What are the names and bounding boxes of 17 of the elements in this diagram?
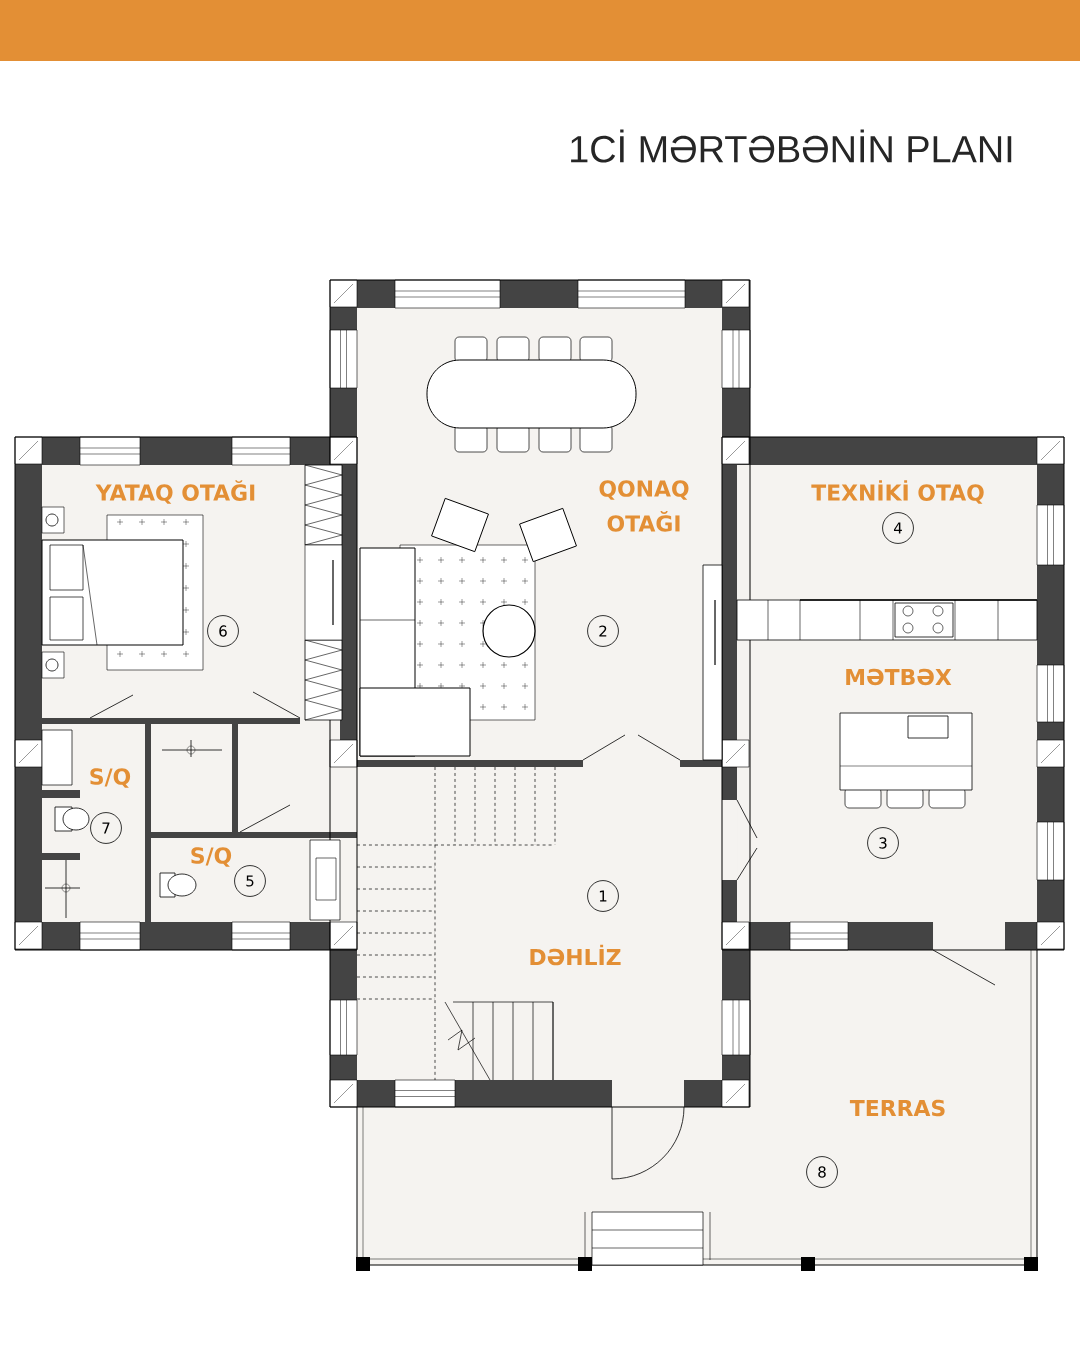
room-label: TERRAS — [849, 1099, 945, 1117]
room-number: 5 — [234, 865, 266, 897]
room-number: 1 — [587, 880, 619, 912]
room-label: TEXNİKİ OTAQ — [811, 480, 984, 504]
room-label: S/Q — [191, 847, 232, 867]
room-label: QONAQ OTAĞI — [599, 480, 689, 532]
room-number: 8 — [806, 1156, 838, 1188]
room-label: MƏTBƏX — [846, 668, 952, 686]
room-number: 7 — [90, 812, 122, 844]
room-number: 3 — [867, 827, 899, 859]
room-label: DƏHLİZ — [530, 944, 621, 966]
title: 1Cİ MƏRTƏBƏNİN PLANI — [571, 129, 1012, 163]
room-number: 4 — [882, 512, 914, 544]
room-number: 2 — [587, 615, 619, 647]
room-label: S/Q — [90, 768, 131, 788]
room-label: YATAQ OTAĞI — [95, 480, 255, 504]
room-number: 6 — [207, 615, 239, 647]
